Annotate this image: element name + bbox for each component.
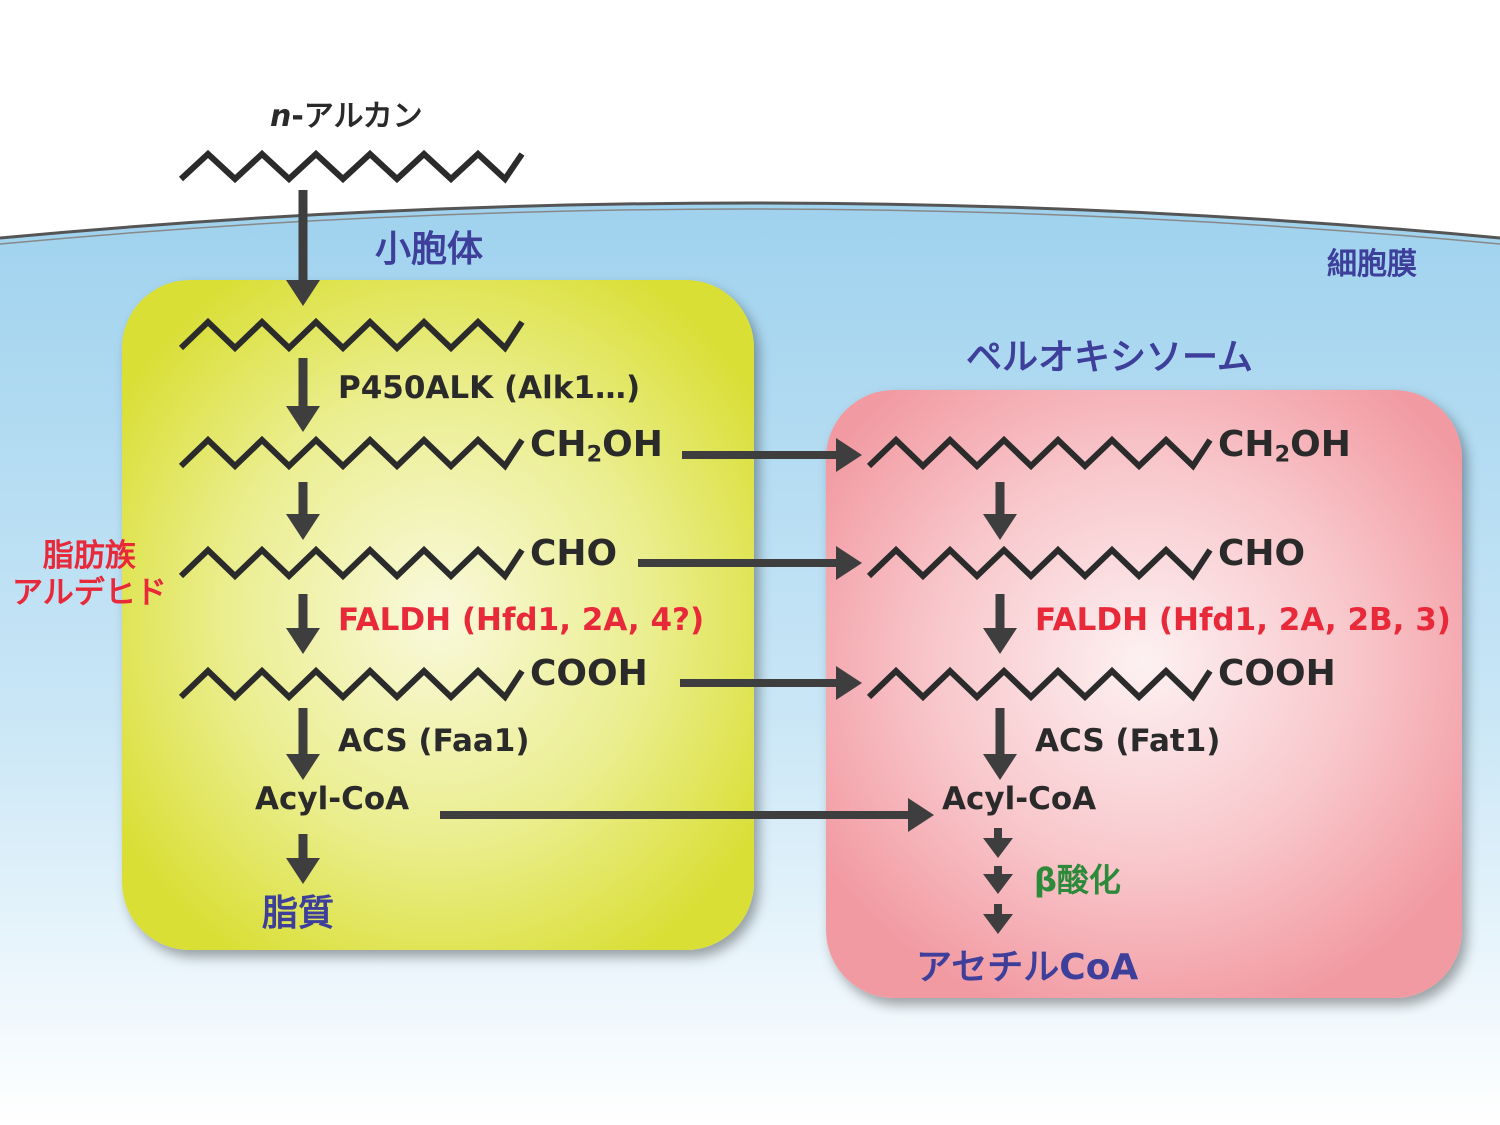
arrow-transport-aldehyde bbox=[638, 546, 862, 580]
alkane-name: -アルカン bbox=[291, 99, 423, 134]
arrow-to-lipid bbox=[286, 834, 320, 884]
aldehyde-formula-microsome: CHO bbox=[530, 533, 618, 574]
lipid-label: 脂質 bbox=[262, 893, 335, 934]
acetyl-coa-label: アセチルCoA bbox=[916, 947, 1139, 988]
peroxisome-title: ペルオキシソーム bbox=[966, 337, 1253, 378]
arrow-beta-oxidation-step3 bbox=[983, 904, 1013, 934]
arrow-faldh-microsome bbox=[286, 594, 320, 654]
cell-membrane-line bbox=[0, 201, 1500, 240]
arrow-hydroxylation bbox=[286, 358, 320, 432]
microsome-title: 小胞体 bbox=[375, 229, 484, 270]
acs-label-microsome: ACS (Faa1) bbox=[338, 723, 530, 759]
acs-label-peroxisome: ACS (Fat1) bbox=[1035, 723, 1221, 759]
faldh-label-peroxisome: FALDH (Hfd1, 2A, 2B, 3) bbox=[1035, 602, 1451, 638]
arrow-acs-peroxisome bbox=[983, 708, 1017, 780]
aliphatic-aldehyde-line2: アルデヒド bbox=[12, 574, 167, 611]
n-prefix: n bbox=[270, 99, 292, 134]
arrow-beta-oxidation-step2 bbox=[983, 866, 1013, 894]
alcohol-formula-peroxisome: CH2OH bbox=[1218, 424, 1351, 468]
acyl-coa-microsome: Acyl-CoA bbox=[255, 781, 410, 817]
acid-chain-microsome bbox=[178, 666, 525, 702]
alcohol-chain-peroxisome bbox=[866, 435, 1213, 471]
acyl-coa-peroxisome: Acyl-CoA bbox=[942, 781, 1097, 817]
arrow-transport-alcohol bbox=[682, 438, 862, 472]
alkane-chain-microsome bbox=[178, 317, 525, 353]
arrow-faldh-peroxisome bbox=[983, 594, 1017, 654]
aldehyde-formula-peroxisome: CHO bbox=[1218, 533, 1306, 574]
beta-oxidation-label: β酸化 bbox=[1034, 861, 1121, 899]
n-alkane-label: n-アルカン bbox=[270, 102, 423, 132]
aldehyde-chain-microsome bbox=[178, 545, 525, 581]
arrow-uptake bbox=[286, 190, 320, 306]
arrow-transport-acyl-coa bbox=[440, 798, 934, 832]
cell-membrane-label: 細胞膜 bbox=[1327, 247, 1417, 282]
alcohol-chain-microsome bbox=[178, 435, 525, 471]
microsome-compartment bbox=[122, 280, 754, 950]
cell-membrane-line-inner bbox=[0, 208, 1500, 245]
p450-enzyme-label: P450ALK (Alk1…) bbox=[338, 370, 641, 406]
aliphatic-aldehyde-line1: 脂肪族 bbox=[42, 538, 136, 574]
acid-formula-peroxisome: COOH bbox=[1218, 653, 1336, 694]
arrow-alcohol-to-aldehyde-peroxisome bbox=[983, 482, 1017, 540]
faldh-label-microsome: FALDH (Hfd1, 2A, 4?) bbox=[338, 602, 705, 638]
arrow-transport-acid bbox=[680, 666, 862, 700]
arrow-alcohol-to-aldehyde-microsome bbox=[286, 482, 320, 540]
aldehyde-chain-peroxisome bbox=[866, 545, 1213, 581]
aliphatic-aldehyde-label: 脂肪族 アルデヒド bbox=[12, 538, 167, 611]
acid-formula-microsome: COOH bbox=[530, 653, 648, 694]
acid-chain-peroxisome bbox=[866, 666, 1213, 702]
arrow-beta-oxidation-step1 bbox=[983, 828, 1013, 858]
n-alkane-chain bbox=[178, 149, 525, 184]
alcohol-formula-microsome: CH2OH bbox=[530, 424, 663, 468]
arrow-acs-microsome bbox=[286, 708, 320, 780]
